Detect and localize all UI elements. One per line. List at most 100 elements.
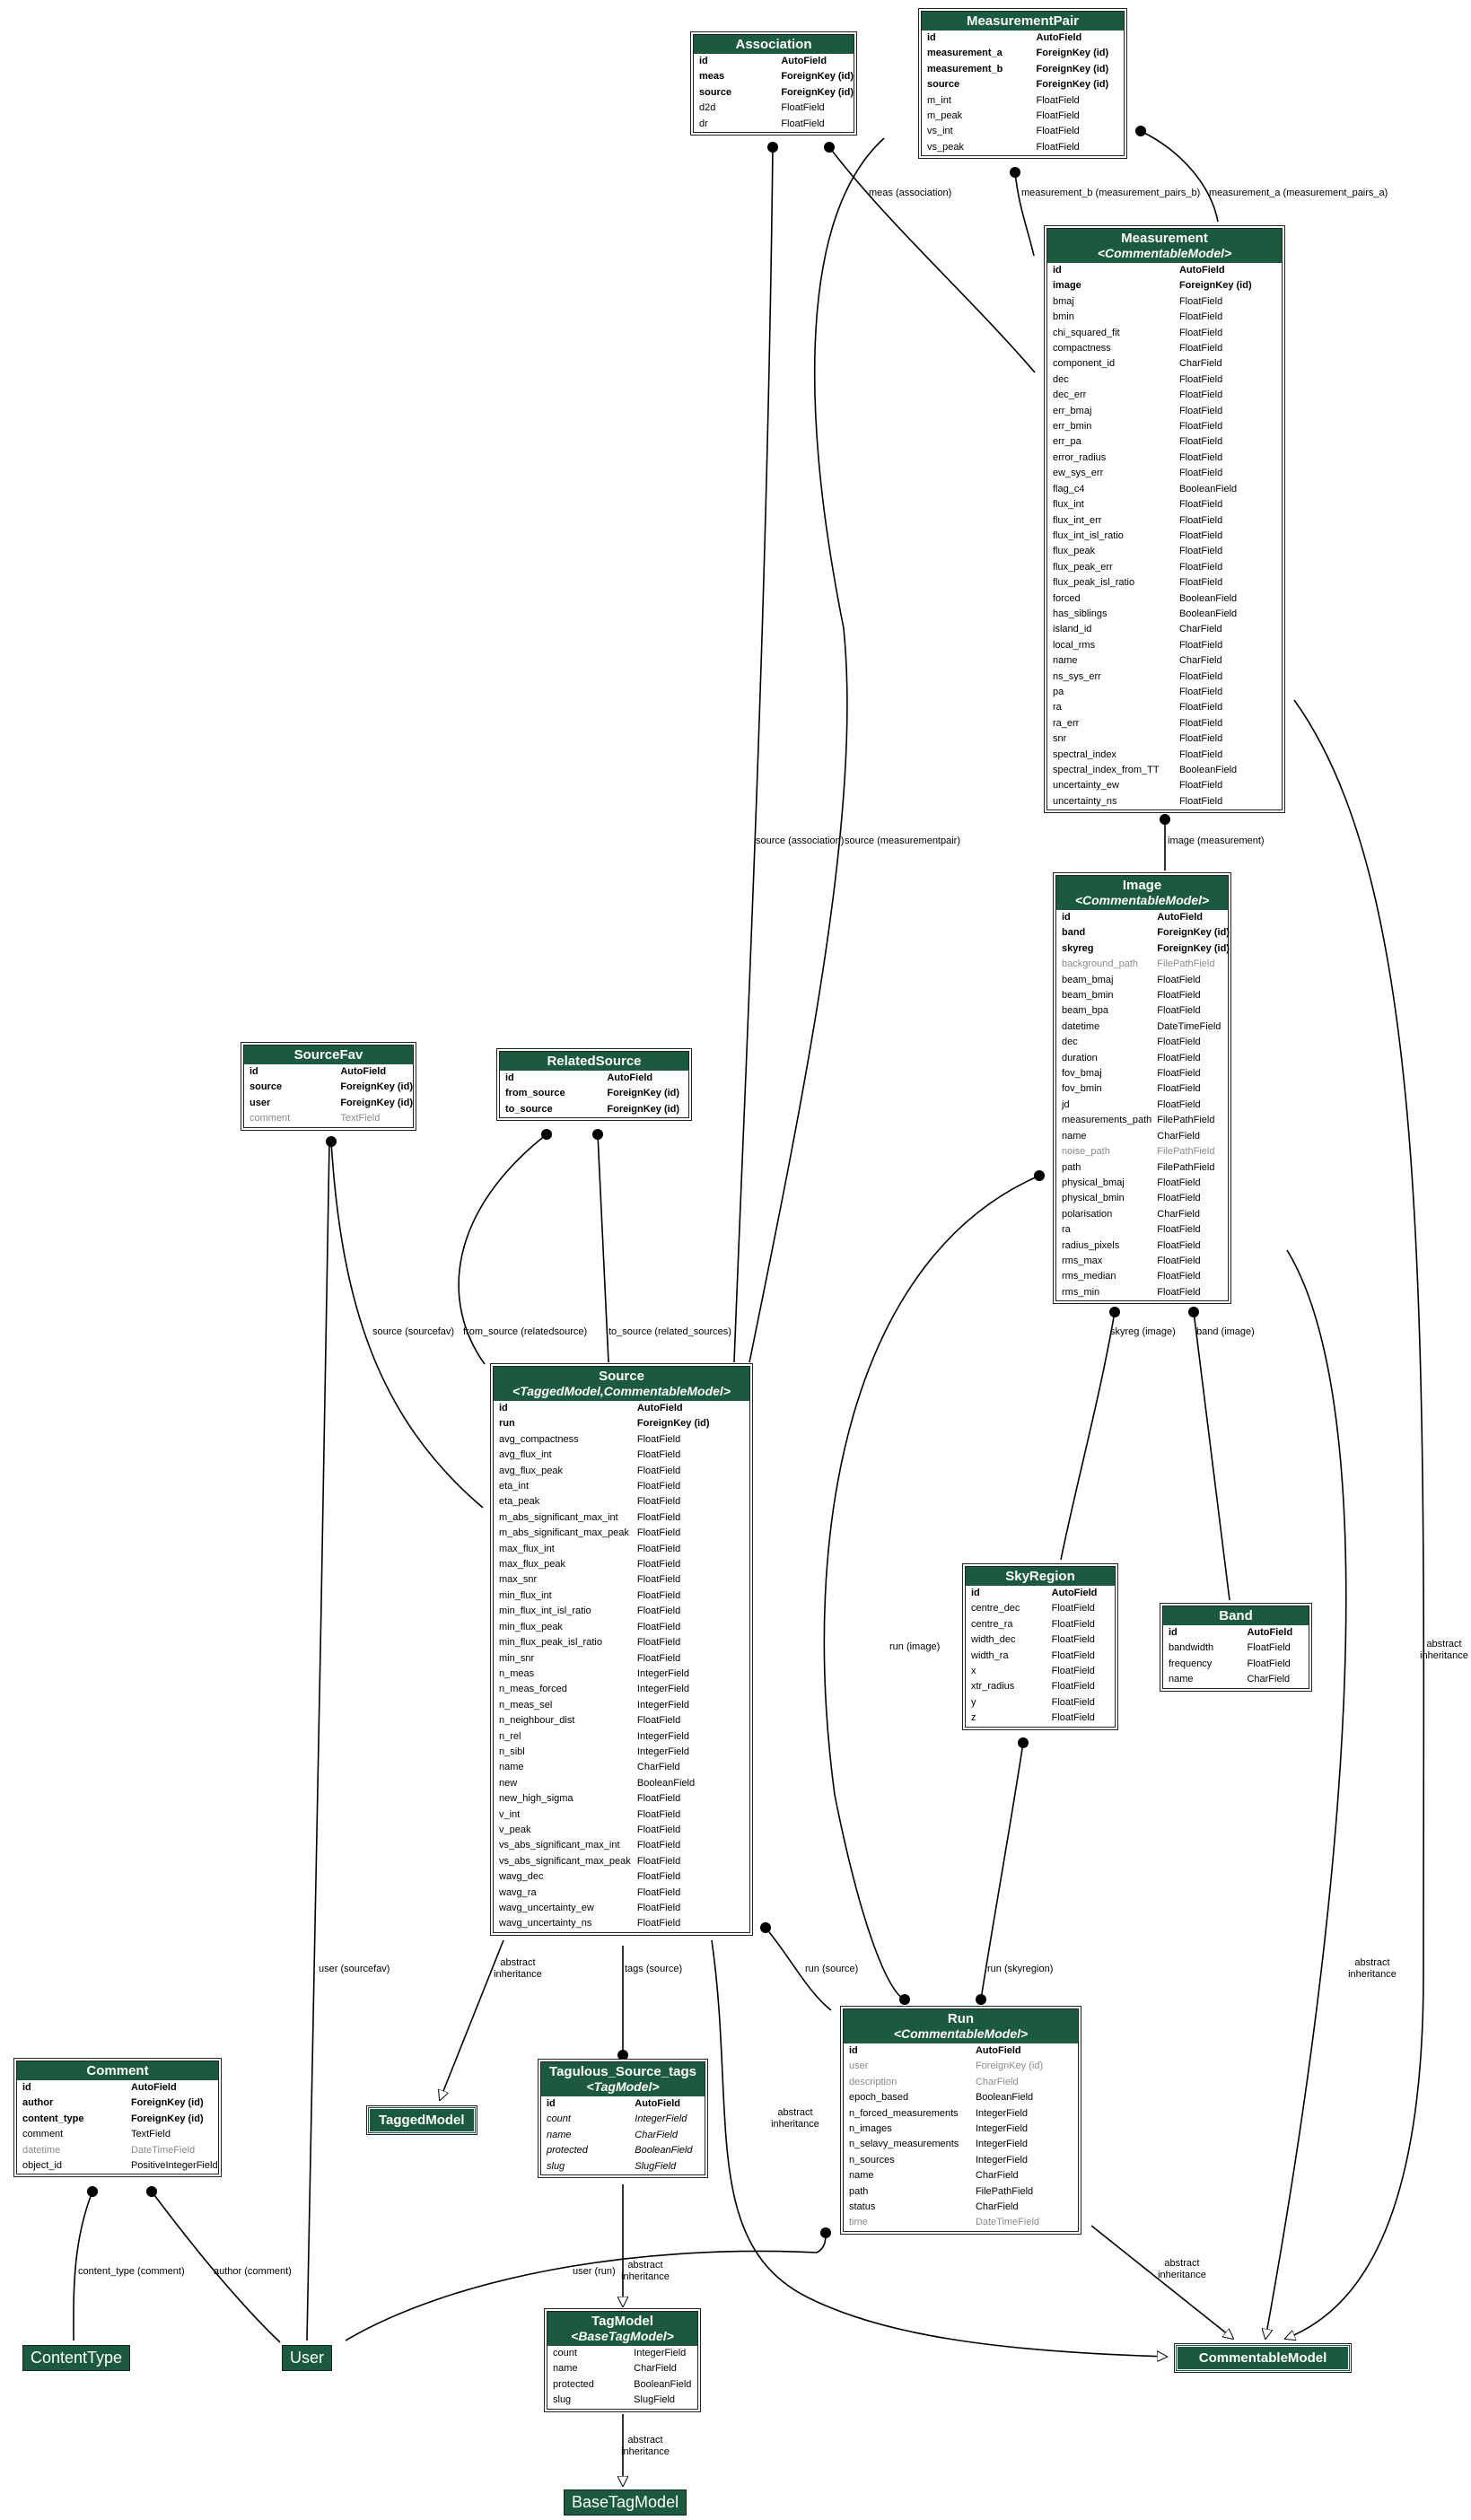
label-measurement-a: measurement_a (measurement_pairs_a) bbox=[1209, 188, 1388, 198]
field-name: err_bmin bbox=[1053, 421, 1092, 433]
label-inherit-image-commentable: abstract inheritance bbox=[1348, 1957, 1397, 1980]
field-name: name bbox=[1062, 1130, 1087, 1142]
field-name: path bbox=[849, 2185, 869, 2197]
model-basetagmodel[interactable]: BaseTagModel bbox=[564, 2489, 687, 2516]
edge-content-type-comment bbox=[73, 2191, 93, 2341]
model-title-text: Image bbox=[1122, 878, 1162, 893]
field-name: m_peak bbox=[927, 110, 963, 122]
field-type: ForeignKey (id) bbox=[130, 2097, 204, 2109]
field-name: max_snr bbox=[499, 1574, 538, 1586]
field-name: ra bbox=[1062, 1224, 1071, 1236]
field-name: datetime bbox=[22, 2144, 61, 2156]
label-run-skyregion: run (skyregion) bbox=[987, 1964, 1054, 1974]
model-commentablemodel[interactable]: CommentableModel bbox=[1174, 2343, 1352, 2373]
field-name: protected bbox=[553, 2378, 594, 2390]
field-name: eta_int bbox=[499, 1481, 530, 1492]
model-title-text: SkyRegion bbox=[1005, 1569, 1075, 1584]
label-meas-association: meas (association) bbox=[869, 188, 952, 198]
field-type: FloatField bbox=[1178, 514, 1223, 526]
field-name: v_peak bbox=[499, 1824, 531, 1835]
model-title-text: Run bbox=[947, 2011, 975, 2026]
label-source-sourcefav: source (sourcefav) bbox=[372, 1326, 455, 1337]
field-name: max_flux_peak bbox=[499, 1559, 565, 1571]
field-name: image bbox=[1053, 280, 1081, 292]
field-type: FloatField bbox=[1051, 1634, 1095, 1646]
field-name: frequency bbox=[1169, 1658, 1213, 1669]
edge-source-association bbox=[733, 146, 774, 1363]
field-name: wavg_uncertainty_ns bbox=[499, 1918, 592, 1929]
field-type: BooleanField bbox=[1178, 483, 1238, 494]
field-type: CharField bbox=[1157, 1208, 1200, 1220]
field-type: ForeignKey (id) bbox=[607, 1088, 680, 1099]
field-name: id bbox=[250, 1066, 258, 1077]
model-title: Source<TaggedModel,CommentableModel> bbox=[494, 1367, 749, 1401]
field-type: CharField bbox=[975, 2076, 1019, 2087]
field-name: n_selavy_measurements bbox=[849, 2139, 959, 2150]
field-type: FloatField bbox=[1178, 421, 1223, 433]
label-source-measurementpair: source (measurementpair) bbox=[845, 836, 960, 846]
field-type: FloatField bbox=[1178, 670, 1223, 682]
model-stereotype: <BaseTagModel> bbox=[571, 2329, 674, 2343]
field-type: CharField bbox=[1178, 624, 1222, 635]
model-contenttype[interactable]: ContentType bbox=[22, 2345, 131, 2371]
field-type: FloatField bbox=[636, 1871, 681, 1883]
field-type: TextField bbox=[340, 1113, 381, 1124]
field-type: FloatField bbox=[1051, 1603, 1095, 1614]
field-type: FloatField bbox=[1157, 1098, 1201, 1110]
model-stereotype: <CommentableModel> bbox=[1097, 246, 1232, 260]
edge-to-source bbox=[597, 1133, 609, 1363]
field-type: AutoField bbox=[340, 1066, 387, 1077]
field-type: CharField bbox=[975, 2170, 1019, 2182]
model-taggedmodel[interactable]: TaggedModel bbox=[366, 2105, 477, 2135]
field-name: vs_abs_significant_max_peak bbox=[499, 1855, 631, 1867]
model-user[interactable]: User bbox=[282, 2345, 333, 2371]
field-name: name bbox=[553, 2363, 578, 2375]
field-name: name bbox=[499, 1762, 524, 1773]
field-type: IntegerField bbox=[636, 1730, 689, 1742]
field-type: ForeignKey (id) bbox=[1036, 79, 1109, 91]
field-type: ForeignKey (id) bbox=[1157, 927, 1230, 939]
